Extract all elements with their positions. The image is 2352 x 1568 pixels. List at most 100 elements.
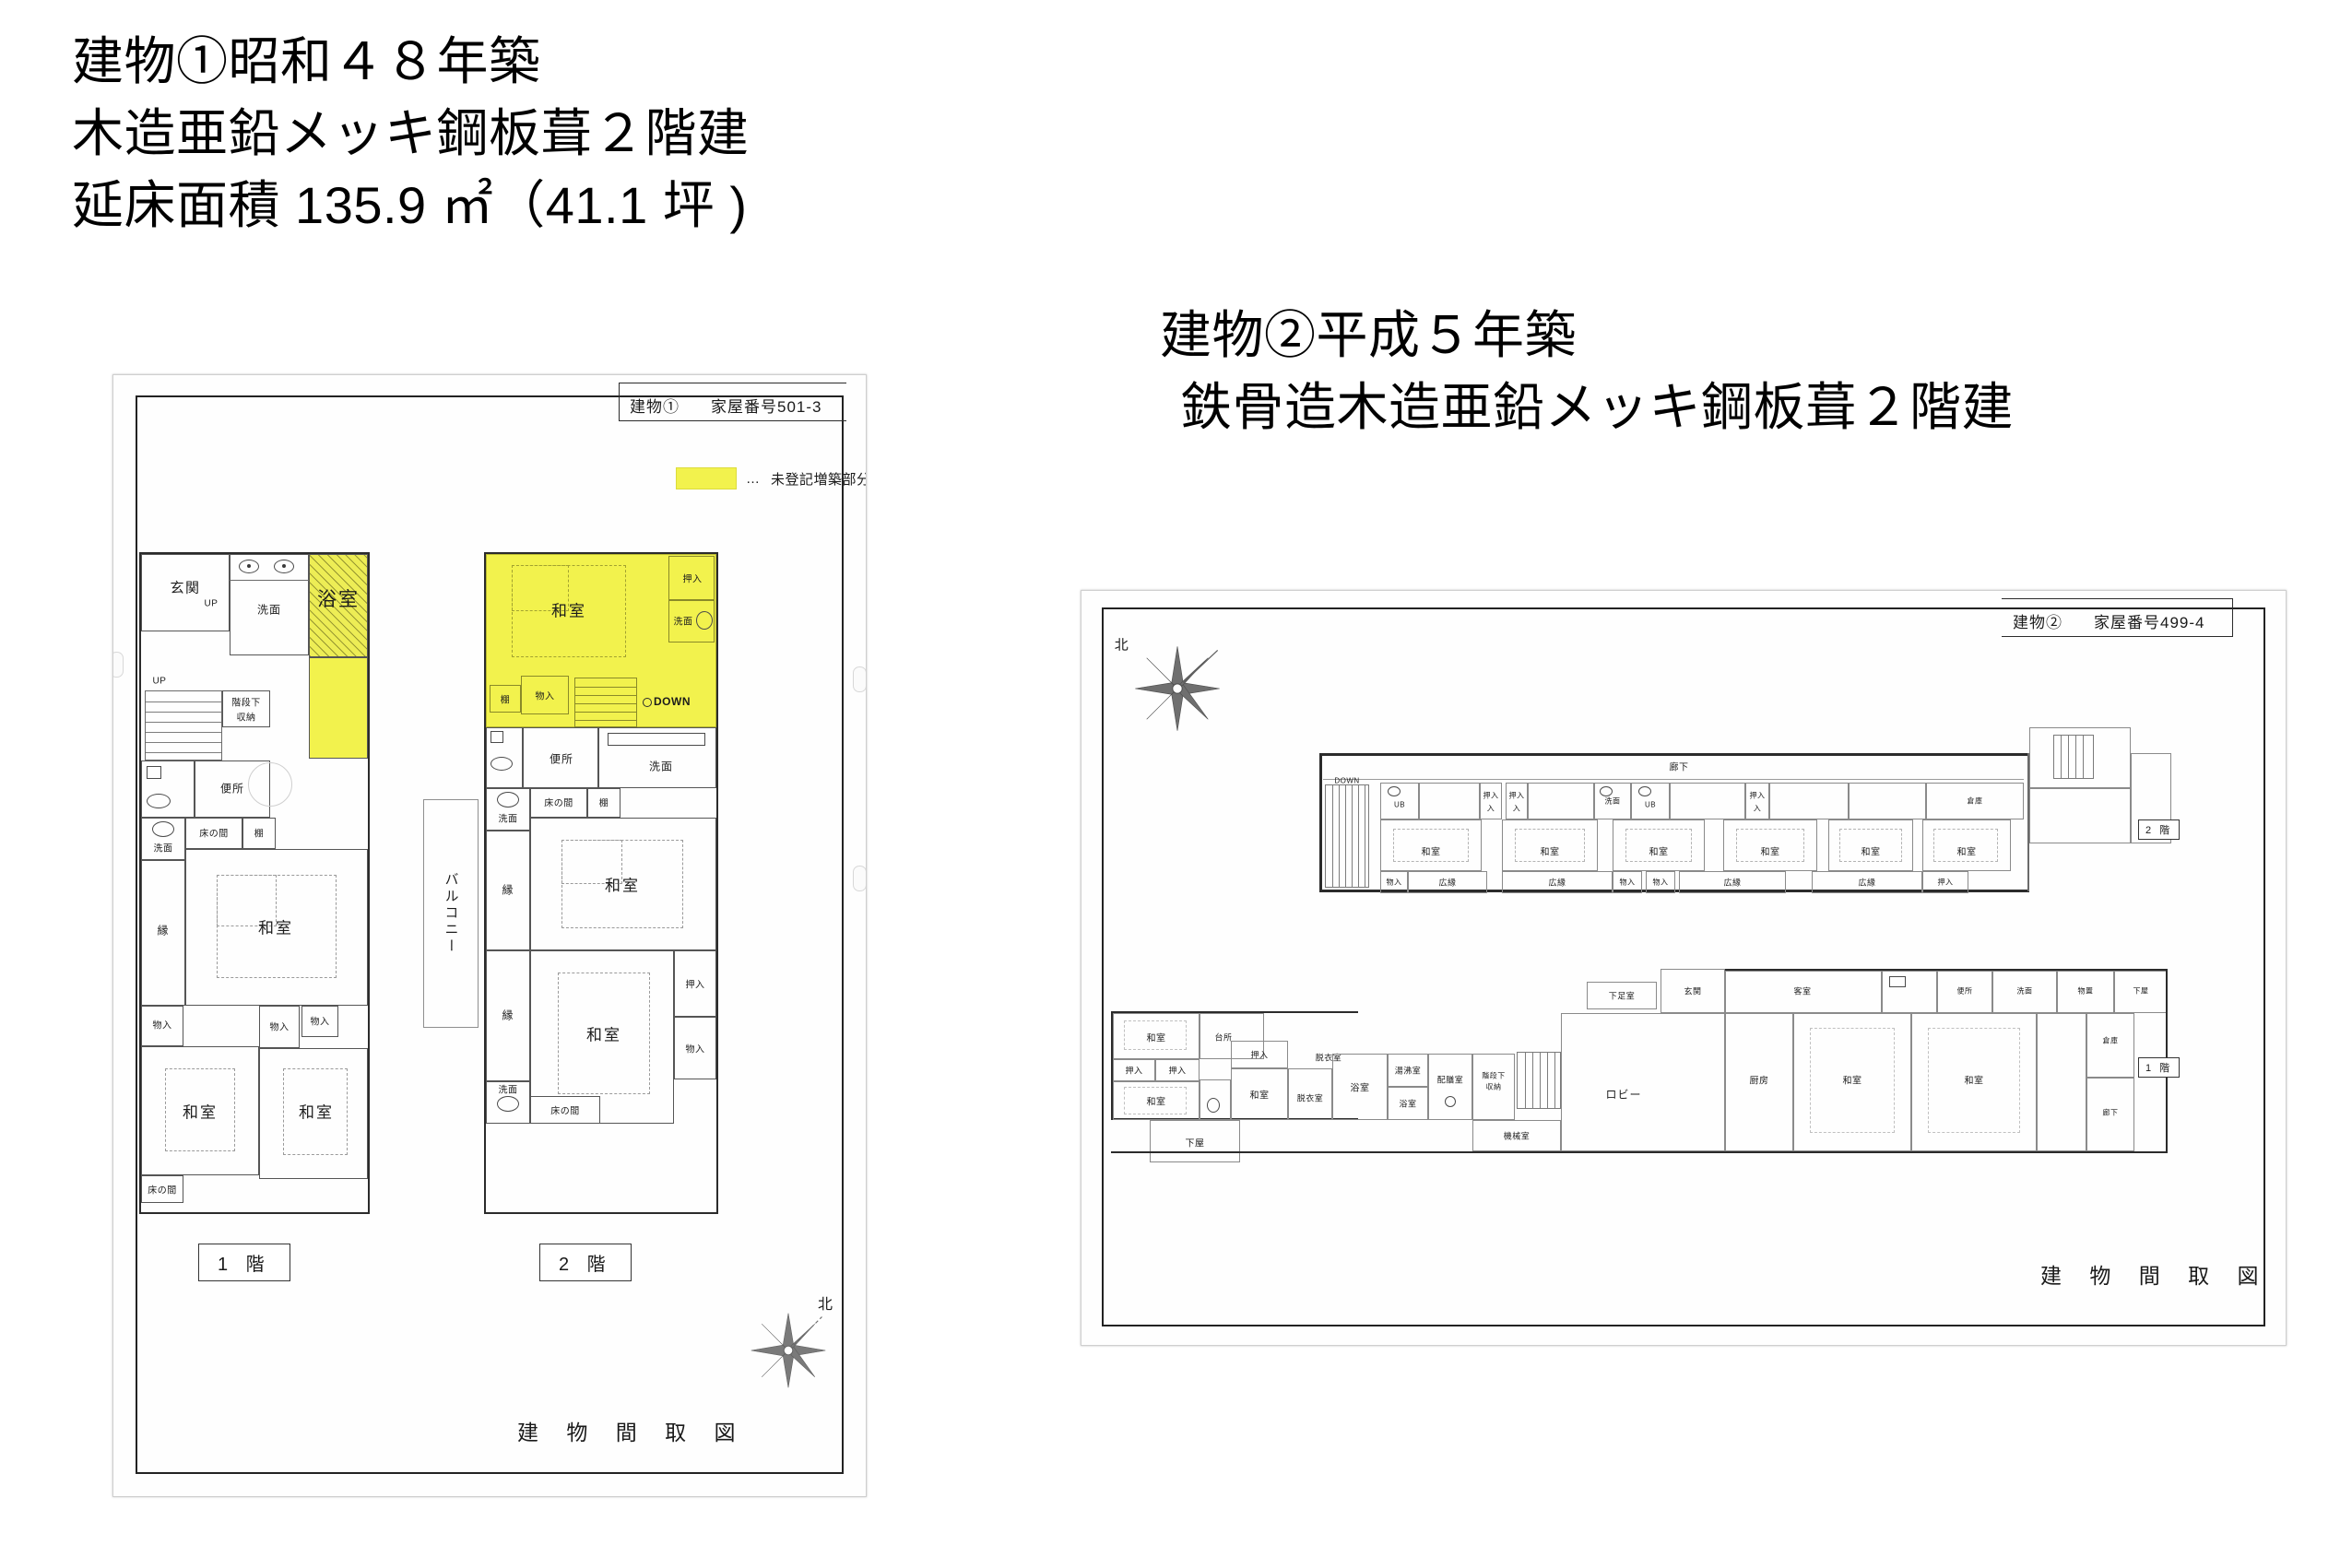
room-oshiire-2f-b [674,950,716,1017]
room-label-down-2f: DOWN [654,695,691,708]
room-oshiire-2f-d [1922,871,1968,893]
room-monoire-1f-b [259,1006,300,1048]
room-label-tokonoma-1f-b: 床の間 [148,1185,177,1197]
page-punch-mark [853,866,866,891]
building1-floor2-plan: 和室 押入 洗面 棚 物入 DOWN 便所 洗面 バルコニー [423,552,788,1363]
room-lobby-1f [1561,1013,1725,1151]
room-wing-2f-c [2131,753,2171,843]
room-label-senmen-2f-b: 洗面 [648,760,674,773]
room-hiroen-2f-d [1812,871,1922,893]
room-label-washitsu-2f-2: 和室 [1540,847,1560,858]
room-label-washitsu-1f-b: 和室 [183,1103,218,1122]
room-senmen-2f-b [598,727,716,788]
room-label-monoire-2f-b: 物入 [685,1044,705,1055]
room-haizenshitsu-1f [1428,1054,1472,1120]
building2-title-line-2: 鉄骨造木造亜鉛メッキ鋼板葺２階建 [1180,378,2014,436]
unregistered-extension-area-1f [309,657,368,759]
room-label-senmen-2f-c: 洗面 [498,814,518,825]
room-label-oshiire-2f-b: 押入 [1508,791,1525,800]
room-oshiire-2f-b [1506,783,1528,819]
room-label-engawa-2f-a: 縁 [502,883,514,897]
down-arrow-origin-icon [643,698,652,707]
room-label-up: UP [204,598,219,609]
room-under-stairs-storage-1f [1472,1054,1515,1120]
room-label-washitsu-1f-e: 和室 [1964,1076,1984,1087]
room-washitsu-2f-2 [1502,819,1598,871]
staircase-1f [145,690,222,760]
room-label-haizenshitsu-1f: 配膳室 [1436,1075,1464,1085]
room-vestibule-2f-a [1419,783,1480,819]
room-tokonoma-2f-b [530,1096,600,1124]
building1-title-line-1: 建物①昭和４８年築 [72,32,541,90]
washbasin-icon [696,611,713,630]
room-chuubou-1f [1725,1013,1793,1151]
room-washitsu-1f-a [1113,1013,1200,1059]
compass-rose-building2 [1129,641,1225,737]
unregistered-extension-area-2f [486,554,716,727]
building1-header-tag: 建物① [630,398,680,416]
room-hiroen-2f-c [1679,871,1786,893]
room-monoire-1f-c [301,1006,338,1037]
room-senmen-2f-building2 [1594,783,1631,819]
room-oshiire-2f-a [668,556,715,600]
sink-drain-icon [282,564,286,568]
room-label-kikaishitsu-1f: 機械室 [1503,1131,1531,1141]
room-tokonoma-1f [185,818,242,849]
room-toilet-fixtures-2f [486,727,523,788]
room-washitsu-2f-1 [1380,819,1482,871]
building2-sheet-caption: 建 物 間 取 図 [2040,1264,2270,1288]
building2-title: 建物②平成５年築 鉄骨造木造亜鉛メッキ鋼板葺２階建 [1160,300,2014,443]
room-label-senmen-2f-building2: 洗面 [1604,796,1621,806]
toilet-icon [1638,786,1651,796]
compass-rose-building1: 北 [744,1297,833,1395]
room-label-gesokushitsu-1f: 下足室 [1608,991,1636,1001]
room-label-oshiire-2f-b: 押入 [685,980,705,991]
room-washitsu-1f-e [1911,1013,2037,1151]
sink-fixture-icon [274,560,294,573]
room-yokushitsu-hatched [309,554,368,657]
sink-drain-icon [247,564,251,568]
room-tana-2f-b [587,788,621,818]
building2-title-line-1: 建物②平成５年築 [1160,306,1577,364]
building2-header-bracket [2002,598,2233,637]
building1-header-bracket [619,383,846,421]
room-tokonoma-1f-b [141,1175,183,1203]
building2-floor2-tag: 2 階 [2138,819,2181,840]
room-washitsu-2f-b [530,818,716,950]
room-senmen-2f-d [486,1081,530,1124]
counter-icon [608,733,705,746]
room-ub-2f-b [1631,783,1670,819]
room-ub-2f-a [1380,783,1419,819]
room-label-monoire-1f-b: 物入 [269,1022,290,1033]
room-label-washitsu-1f-c: 和室 [1249,1091,1270,1102]
room-vestibule-2f-b [1528,783,1594,819]
building1-header-number: 家屋番号501-3 [711,398,822,416]
room-wing-2f-stairs [2029,727,2131,788]
room-engawa-2f-b [486,950,530,1081]
room-hiroen-2f-b [1502,871,1613,893]
room-label-monoire-1f-c: 物入 [310,1017,330,1028]
building1-floor2-tag: 2 階 [539,1244,632,1281]
building2-header-number: 家屋番号499-4 [2094,614,2205,631]
building1-floorplan-sheet: 建物① 家屋番号501-3 … 未登記増築部分 玄関 UP 洗面 浴室 UP [112,374,867,1497]
door-swing-arc [248,762,292,807]
building2-floor1-plan: 和室 押入 押入 和室 下屋 台所 押入 和室 脱衣室 脱衣室 浴室 湯沸室 浴… [1107,950,2260,1190]
room-monoire-2f-c [1646,871,1675,893]
room-tokonoma-2f-a [530,788,587,818]
room-label-tokonoma-1f: 床の間 [199,829,229,840]
room-label-oshiire-1f-b: 押入 [1168,1066,1187,1076]
room-label-washitsu-1f-d: 和室 [1842,1076,1862,1087]
room-rouka-1f [2086,1078,2134,1151]
room-washitsu-2f-4 [1723,819,1817,871]
room-oshiire-1f-a [1113,1059,1155,1081]
room-vestibule-2f-e [1849,783,1926,819]
room-label-down-building2: DOWN [1334,776,1360,785]
compass-north-label: 北 [818,1297,833,1313]
toilet-bowl-icon [147,794,171,808]
room-washitsu-1f-b [141,1046,259,1175]
room-monoire-1f-a [141,1006,183,1046]
room-label-washitsu-1f-a: 和室 [1146,1033,1166,1044]
room-label-washitsu-1f-a: 和室 [258,919,293,937]
building2-sheet-frame [1102,607,2265,1326]
room-label-chuubou-1f: 厨房 [1749,1076,1769,1087]
